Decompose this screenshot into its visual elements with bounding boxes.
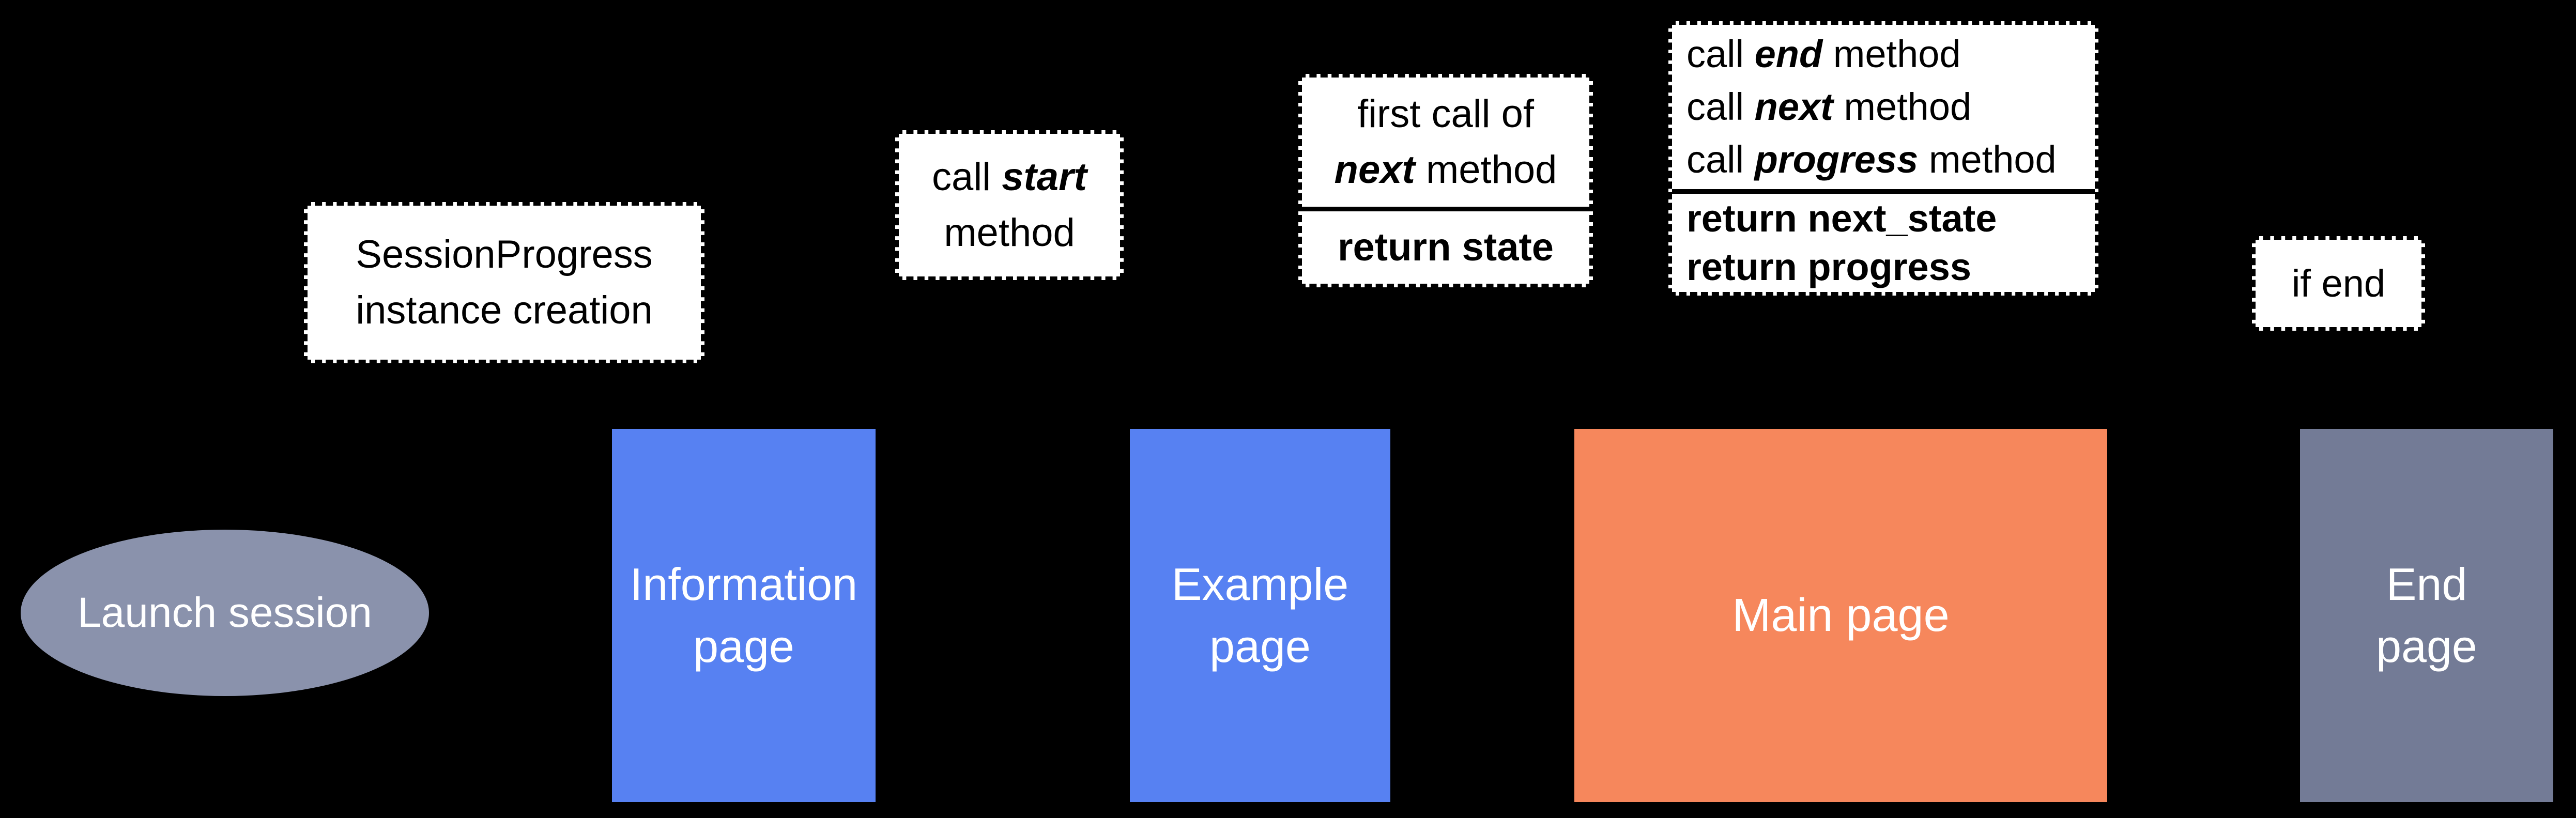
text-line: page: [693, 621, 794, 672]
annotation-divider-line: [1672, 189, 2095, 194]
text-line: Launch session: [78, 589, 372, 636]
annotation-main-calls: call end method call next method call prog…: [1672, 25, 2095, 189]
text-line: Main page: [1732, 590, 1950, 641]
text-line: SessionProgress: [356, 233, 653, 276]
text-line: return progress: [1686, 245, 1972, 288]
text-line: call next method: [1686, 85, 1972, 128]
text-line: return next_state: [1686, 197, 1997, 240]
annotation-main-page-methods: call end method call next method call prog…: [1668, 21, 2098, 296]
annotation-first-next-calls: first call of next method: [1302, 78, 1589, 207]
annotation-call-start-method: call start method: [895, 130, 1124, 280]
information-page-node: Information page: [612, 429, 876, 802]
text-line: if end: [2291, 261, 2386, 305]
text-line: method: [944, 211, 1075, 255]
annotation-first-next-returns: return state: [1302, 211, 1589, 284]
text-line: return state: [1337, 225, 1554, 269]
example-page-node: Example page: [1130, 429, 1390, 802]
text-line: page: [2376, 621, 2477, 672]
text-line: instance creation: [356, 288, 653, 332]
text-line: Information: [630, 559, 858, 610]
text-line: call progress method: [1686, 138, 2057, 181]
text-line: page: [1209, 621, 1311, 672]
text-line: Example: [1171, 559, 1349, 610]
text-line: End: [2386, 559, 2467, 610]
main-page-node: Main page: [1574, 429, 2107, 802]
annotation-first-call-of-next-method: first call of next method return state: [1298, 74, 1593, 287]
text-line: next method: [1334, 148, 1557, 192]
text-line: first call of: [1357, 92, 1535, 136]
end-page-node: End page: [2300, 429, 2553, 802]
annotation-sessionprogress-instance-creation: SessionProgress instance creation: [304, 202, 704, 363]
annotation-divider-line: [1302, 207, 1589, 211]
text-line: call end method: [1686, 33, 1961, 75]
annotation-if-end: if end: [2252, 236, 2425, 331]
text-line: call start: [932, 155, 1087, 199]
launch-session-ellipse: Launch session: [21, 530, 429, 696]
